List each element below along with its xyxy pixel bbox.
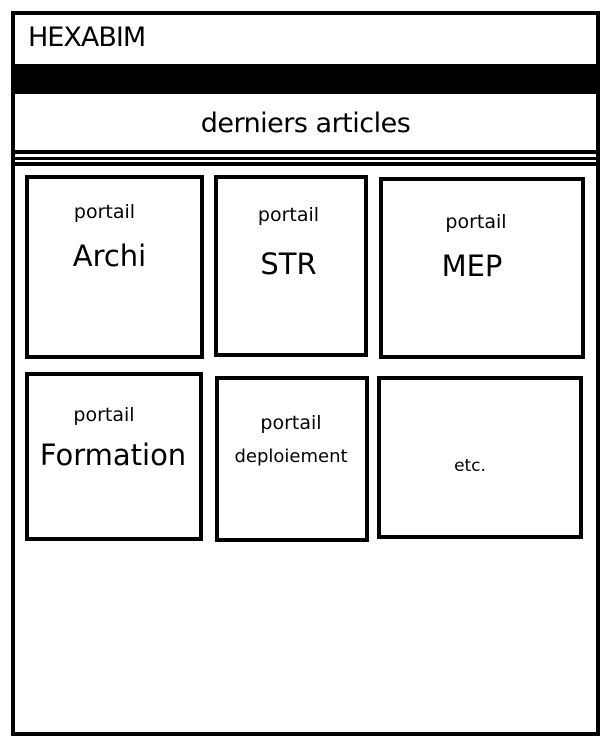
portal-archi[interactable]: portail Archi [25,175,204,359]
portal-name: Formation [39,438,187,472]
portal-name: deploiement [234,446,348,467]
portal-prefix: portail [260,412,322,434]
latest-articles-label: derniers articles [200,108,411,139]
portal-formation[interactable]: portail Formation [25,372,203,541]
portal-name: Archi [72,239,147,273]
portal-name: MEP [441,249,503,283]
portal-mep[interactable]: portail MEP [379,177,585,359]
portal-etc[interactable]: etc. [377,376,583,539]
header [11,11,600,67]
nav-bar [11,64,600,92]
portal-prefix: portail [445,211,507,233]
divider [15,157,596,160]
portal-name: STR [260,247,317,281]
portal-str[interactable]: portail STR [214,175,368,357]
portal-deploiement[interactable]: portail deploiement [215,376,369,542]
portal-prefix: portail [73,404,135,426]
portal-name: etc. [454,456,486,476]
site-title[interactable]: HEXABIM [28,22,146,53]
divider [11,162,600,166]
portal-prefix: portail [257,204,320,226]
latest-articles-banner[interactable]: derniers articles [11,90,600,154]
portal-prefix: portail [73,201,136,223]
